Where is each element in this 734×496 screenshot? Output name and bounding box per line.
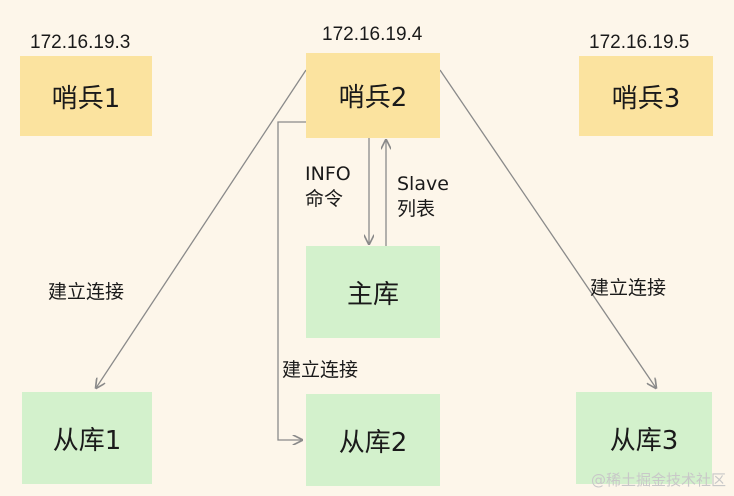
master-node: 主库 — [306, 246, 440, 338]
watermark: @稀土掘金技术社区 — [590, 471, 726, 489]
info-label-line1: INFO — [305, 163, 351, 185]
edge-sentinel2-replica3 — [439, 69, 656, 388]
sentinel3-node: 哨兵3 — [579, 56, 713, 136]
edge-sentinel2-replica1 — [96, 69, 307, 388]
slave-list-label: Slave 列表 — [397, 172, 449, 222]
info-label-line2: 命令 — [305, 188, 344, 210]
sentinel2-label: 哨兵2 — [338, 83, 408, 113]
replica3-node: 从库3 — [576, 392, 712, 484]
sentinel2-ip: 172.16.19.4 — [322, 24, 423, 45]
replica3-label: 从库3 — [609, 425, 679, 456]
slave-label-line2: 列表 — [397, 198, 436, 220]
sentinel1-label: 哨兵1 — [51, 83, 121, 114]
sentinel2-node: 哨兵2 — [306, 53, 440, 138]
replica2-node: 从库2 — [306, 394, 440, 486]
master-label: 主库 — [346, 279, 399, 310]
slave-label-line1: Slave — [397, 173, 449, 195]
connect-label-left: 建立连接 — [48, 281, 125, 303]
edge-sentinel2-replica2 — [277, 121, 306, 440]
sentinel3-ip: 172.16.19.5 — [589, 32, 690, 53]
info-command-label: INFO 命令 — [305, 162, 351, 212]
replica2-label: 从库2 — [338, 427, 408, 458]
replica1-label: 从库1 — [52, 425, 122, 456]
connect-label-right: 建立连接 — [590, 277, 667, 299]
sentinel1-node: 哨兵1 — [20, 56, 152, 136]
sentinel1-ip: 172.16.19.3 — [30, 32, 131, 53]
sentinel3-label: 哨兵3 — [611, 83, 681, 114]
connect-label-mid: 建立连接 — [282, 359, 359, 381]
replica1-node: 从库1 — [22, 392, 152, 484]
